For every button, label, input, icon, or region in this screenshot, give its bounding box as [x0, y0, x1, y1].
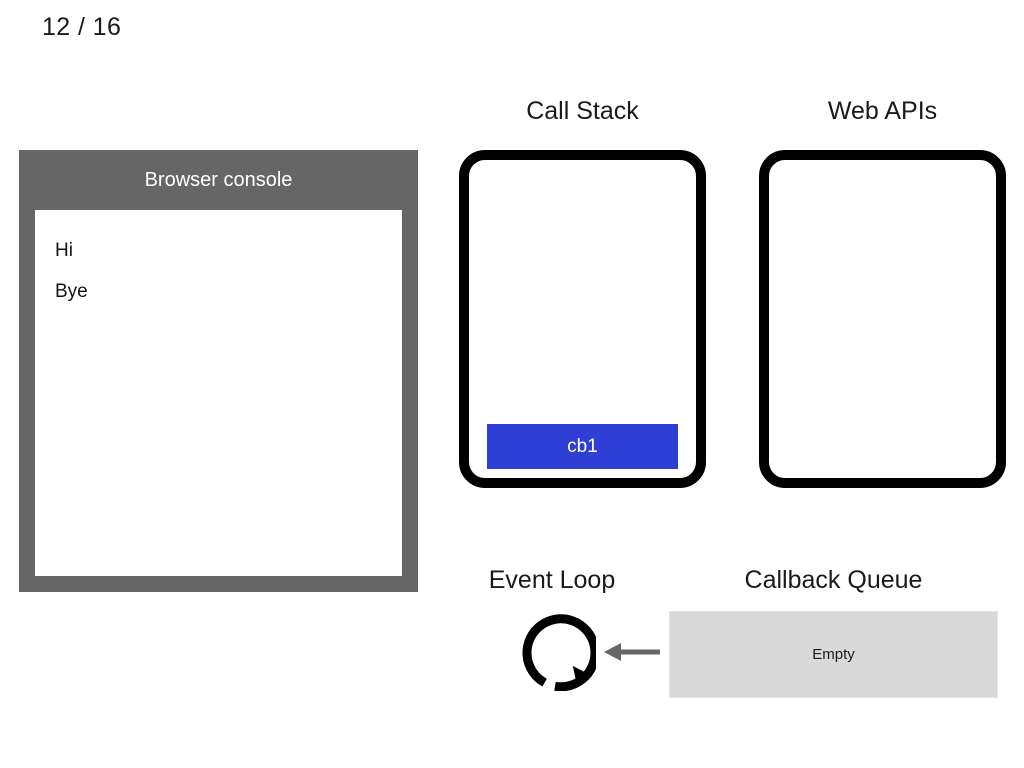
web-apis-title: Web APIs [827, 97, 938, 125]
callback-queue-panel: Empty [669, 611, 998, 698]
console-log-line: Bye [55, 281, 88, 302]
console-log-line: Hi [55, 240, 73, 261]
slide-counter: 12 / 16 [42, 13, 122, 41]
call-stack-frame: cb1 [487, 424, 678, 469]
callback-queue-title: Callback Queue [744, 566, 923, 594]
call-stack-panel: cb1 [459, 150, 706, 488]
call-stack-title: Call Stack [526, 97, 639, 125]
web-apis-panel [759, 150, 1006, 488]
callback-queue-empty-label: Empty [812, 646, 855, 663]
browser-console-output: Hi Bye [35, 210, 402, 576]
call-stack-frames: cb1 [469, 419, 696, 469]
circular-arrow-icon [518, 613, 600, 692]
event-loop-title: Event Loop [488, 566, 616, 594]
browser-console-title: Browser console [144, 169, 293, 191]
browser-console-panel: Browser console Hi Bye [19, 150, 418, 592]
left-arrow-icon [602, 638, 660, 666]
